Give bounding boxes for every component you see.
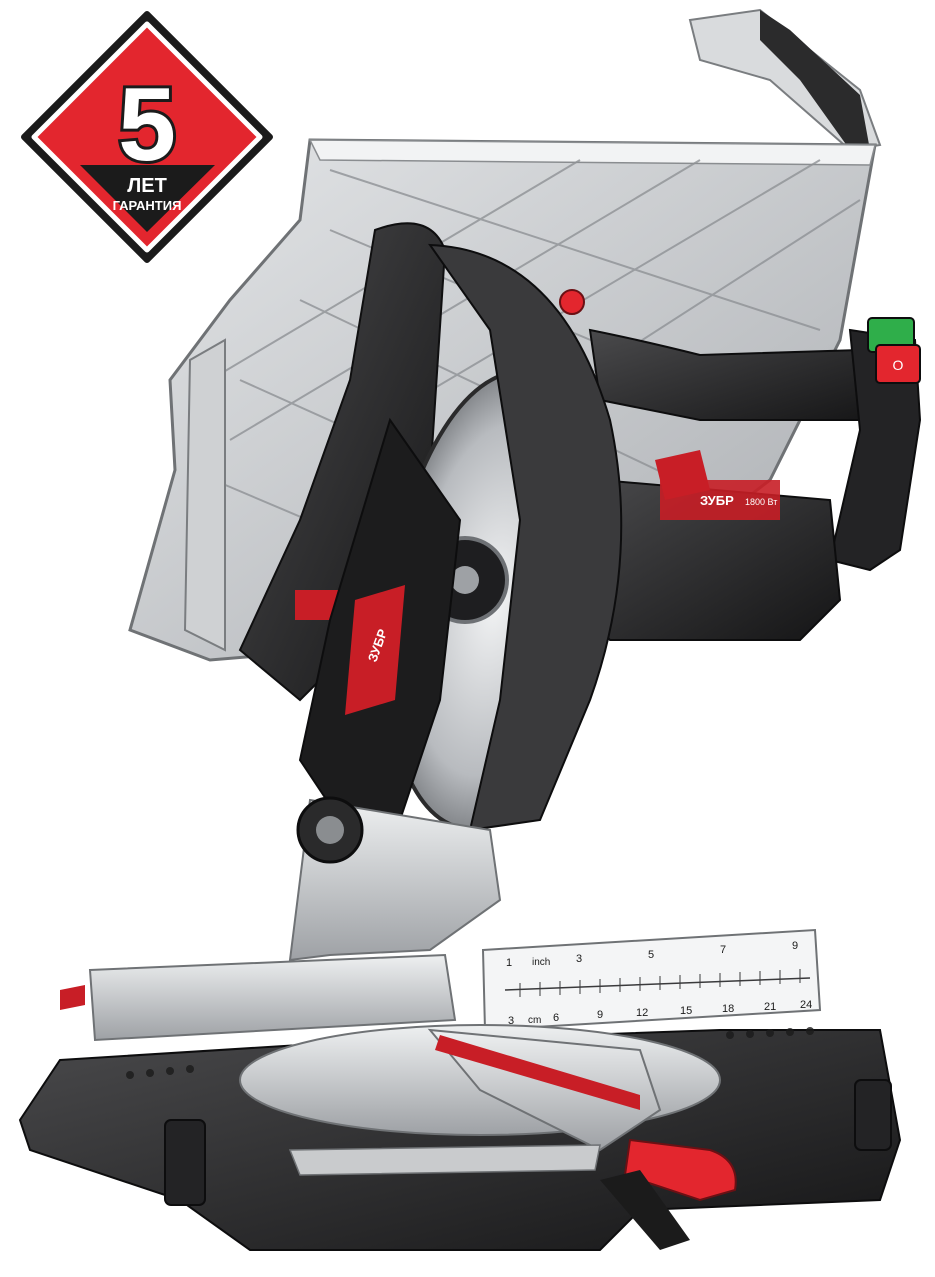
ruler-inch-1: 1 [506,957,512,969]
blade-guard-arm [238,222,447,702]
badge-years: 5 [118,67,176,183]
miter-lock-handle[interactable] [600,1138,737,1250]
saw-handle[interactable]: O [588,317,922,572]
ruler-cm-12: 12 [636,1007,648,1019]
ruler-cm-9: 9 [597,1009,603,1021]
ruler-inch-9: 9 [792,940,798,952]
ruler-inch-5: 5 [648,949,654,961]
motor-brand-label: ЗУБР [700,493,734,508]
off-symbol: O [893,357,904,373]
ruler-cm-21: 21 [764,1001,776,1013]
fence-left [60,953,457,1042]
motor-power-label: 1800 Вт [745,497,777,507]
rip-fence [688,8,882,152]
ruler-unit-inch: inch [532,957,550,968]
ruler-unit-cm: cm [528,1015,541,1026]
fence-ruler: 1 inch 3 5 7 9 3 cm 6 9 12 15 18 21 24 [481,928,822,1032]
ruler-cm-15: 15 [680,1005,692,1017]
power-off-button[interactable] [875,344,921,384]
ruler-inch-7: 7 [720,944,726,956]
ruler-cm-6: 6 [553,1012,559,1024]
ruler-cm-24: 24 [800,999,812,1011]
badge-word-years: ЛЕТ [127,175,167,197]
badge-word-warranty: ГАРАНТИЯ [113,198,182,213]
saw-base [18,1024,902,1251]
ruler-cm-3: 3 [508,1015,514,1027]
pivot-arm [288,796,502,962]
ruler-cm-18: 18 [722,1003,734,1015]
warranty-badge: 5 ЛЕТ ГАРАНТИЯ [21,11,273,263]
ruler-inch-3: 3 [576,953,582,965]
